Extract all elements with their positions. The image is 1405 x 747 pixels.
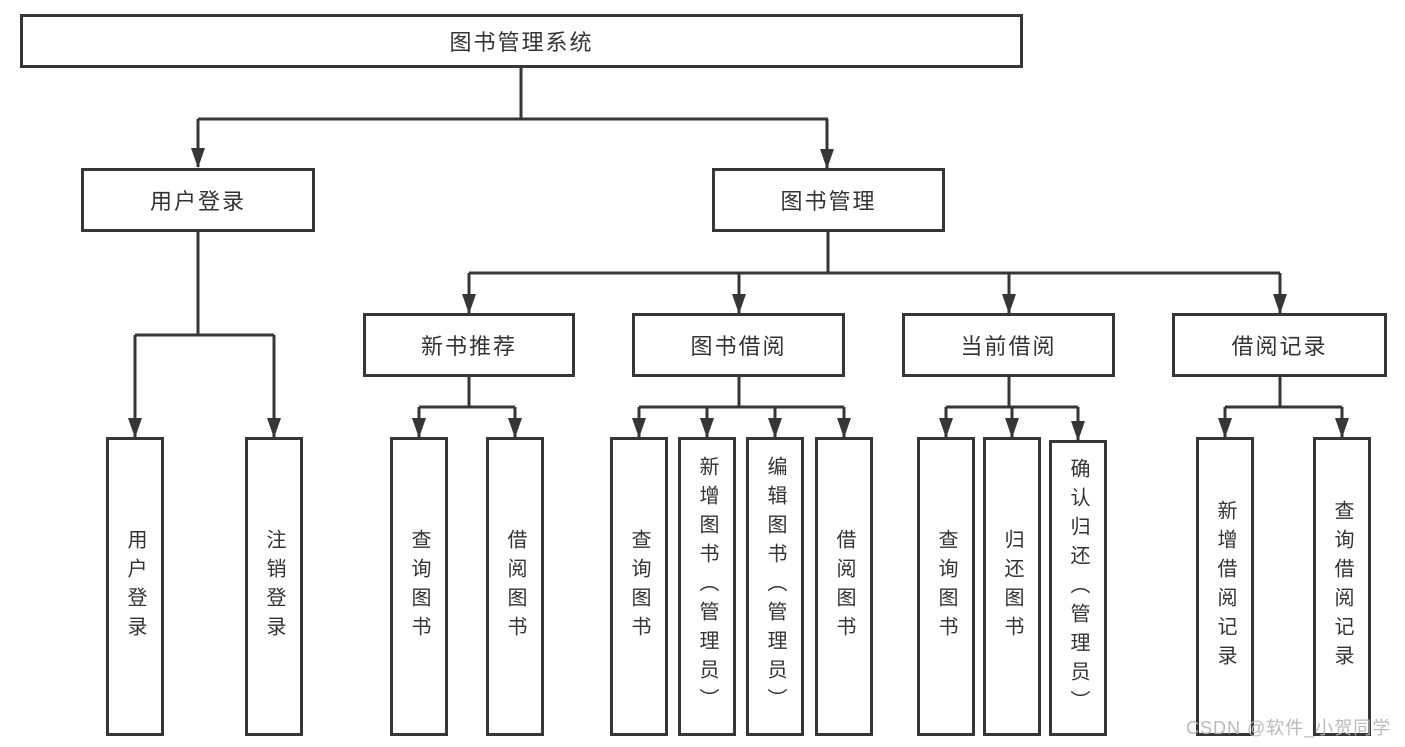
leaf-add-book-admin: 新增图书（管理员） xyxy=(678,437,736,736)
node-book-management: 图书管理 xyxy=(712,168,945,232)
leaf-return-books: 归还图书 xyxy=(983,437,1041,736)
connector-rails xyxy=(135,68,1342,409)
node-book-borrowing: 图书借阅 xyxy=(632,313,845,377)
leaf-borrow-books-recommend: 借阅图书 xyxy=(486,437,544,736)
csdn-watermark: CSDN @软件_小贺同学 xyxy=(1186,718,1392,738)
leaf-edit-book-admin: 编辑图书（管理员） xyxy=(746,437,804,736)
node-root-system: 图书管理系统 xyxy=(20,14,1023,68)
node-current-borrowing: 当前借阅 xyxy=(902,313,1115,377)
node-user-login-branch: 用户登录 xyxy=(81,168,315,232)
leaf-confirm-return-admin: 确认归还（管理员） xyxy=(1049,440,1107,736)
connector-arrows xyxy=(128,119,1349,441)
leaf-query-borrow-record: 查询借阅记录 xyxy=(1313,437,1371,736)
leaf-query-books-borrow: 查询图书 xyxy=(610,437,668,736)
leaf-add-borrow-record: 新增借阅记录 xyxy=(1196,437,1254,736)
leaf-borrow-books: 借阅图书 xyxy=(815,437,873,736)
node-new-book-recommend: 新书推荐 xyxy=(363,313,575,377)
leaf-query-books-current: 查询图书 xyxy=(917,437,975,736)
leaf-user-login: 用户登录 xyxy=(106,437,164,736)
leaf-logout: 注销登录 xyxy=(245,437,303,736)
node-borrowing-records: 借阅记录 xyxy=(1172,313,1387,377)
leaf-query-books-recommend: 查询图书 xyxy=(390,437,448,736)
